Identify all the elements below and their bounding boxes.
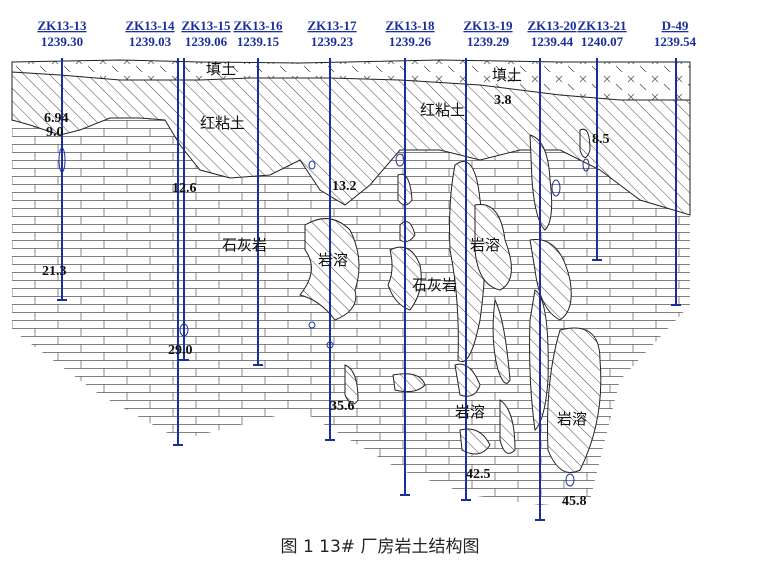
label-fill-1: 填土 xyxy=(206,60,236,78)
label-karst-1: 岩溶 xyxy=(318,251,348,269)
borehole-name: ZK13-13 xyxy=(37,18,87,33)
depth-19-fill: 3.8 xyxy=(494,93,512,108)
borehole-name: ZK13-19 xyxy=(463,18,513,33)
borehole-elevation: 1239.03 xyxy=(129,34,172,49)
depth-19-bottom: 42.5 xyxy=(466,467,491,482)
depth-20-bottom: 45.8 xyxy=(562,494,587,509)
depth-14-bottom: 29.0 xyxy=(168,343,193,358)
karst-body-21b xyxy=(579,128,591,158)
karst-body-19f xyxy=(499,399,516,454)
marker-14-a xyxy=(179,323,189,337)
karst-body-21a xyxy=(547,327,602,473)
karst-body-20c xyxy=(529,289,549,432)
depth-14-rock: 12.6 xyxy=(172,181,197,196)
borehole-elevation: 1239.29 xyxy=(467,34,510,49)
borehole-elevation: 1239.30 xyxy=(41,34,83,49)
borehole-name: ZK13-16 xyxy=(233,18,283,33)
depth-17-bottom: 35.6 xyxy=(330,399,355,414)
borehole-elevation: 1239.23 xyxy=(311,34,354,49)
label-karst-4: 岩溶 xyxy=(557,410,587,428)
borehole-name: ZK13-14 xyxy=(125,18,175,33)
borehole-name: ZK13-17 xyxy=(307,18,357,33)
marker-18-a xyxy=(395,153,405,167)
borehole-name: ZK13-18 xyxy=(385,18,435,33)
borehole-lines xyxy=(57,58,681,521)
label-clay-1: 红粘土 xyxy=(200,114,245,132)
marker-20-b xyxy=(565,473,575,487)
borehole-elevation: 1239.26 xyxy=(389,34,432,49)
borehole-headers: ZK13-131239.30ZK13-141239.03ZK13-151239.… xyxy=(37,18,696,49)
geological-section-figure: ZK13-131239.30ZK13-141239.03ZK13-151239.… xyxy=(11,18,697,521)
karst-body-17b xyxy=(344,364,359,405)
borehole-elevation: 1239.06 xyxy=(185,34,228,49)
figure-caption: 图 1 13# 厂房岩土结构图 xyxy=(280,537,480,557)
borehole-name: ZK13-15 xyxy=(181,18,231,33)
karst-body-19c xyxy=(492,298,511,384)
fill-layer xyxy=(11,59,691,101)
borehole-elevation: 1240.07 xyxy=(581,34,624,49)
label-karst-2: 岩溶 xyxy=(470,236,500,254)
marker-17-b xyxy=(326,341,334,349)
marker-21-a xyxy=(582,158,590,172)
karst-body-18d xyxy=(392,373,426,393)
depth-labels: 6.94 9.0 21.3 12.6 29.0 13.2 35.6 3.8 42… xyxy=(42,93,610,509)
depth-17-rock: 13.2 xyxy=(332,179,357,194)
borehole-elevation: 1239.44 xyxy=(531,34,574,49)
marker-20-a xyxy=(551,179,561,197)
borehole-name: ZK13-21 xyxy=(577,18,626,33)
borehole-name: ZK13-20 xyxy=(527,18,576,33)
depth-13-bottom: 21.3 xyxy=(42,264,67,279)
label-fill-2: 填土 xyxy=(492,66,522,84)
marker-13-a xyxy=(58,147,66,173)
depth-21-rock: 8.5 xyxy=(592,132,610,147)
label-limestone-1: 石灰岩 xyxy=(222,236,267,254)
soil-labels: 填土 填土 红粘土 红粘土 石灰岩 石灰岩 岩溶 岩溶 岩溶 岩溶 xyxy=(200,60,587,428)
depth-13-mid: 9.0 xyxy=(46,125,64,140)
borehole-markers xyxy=(58,147,590,487)
borehole-elevation: 1239.54 xyxy=(654,34,697,49)
borehole-name: D-49 xyxy=(662,18,689,33)
marker-17-c xyxy=(308,321,316,329)
depth-13-top: 6.94 xyxy=(44,111,69,126)
label-karst-3: 岩溶 xyxy=(455,403,485,421)
red-clay-layer xyxy=(11,71,691,216)
label-limestone-2: 石灰岩 xyxy=(412,276,457,294)
borehole-elevation: 1239.15 xyxy=(237,34,280,49)
karst-body-19e xyxy=(459,428,491,455)
marker-17-a xyxy=(308,160,316,170)
karst-body-19b xyxy=(474,203,512,291)
label-clay-2: 红粘土 xyxy=(420,101,465,119)
